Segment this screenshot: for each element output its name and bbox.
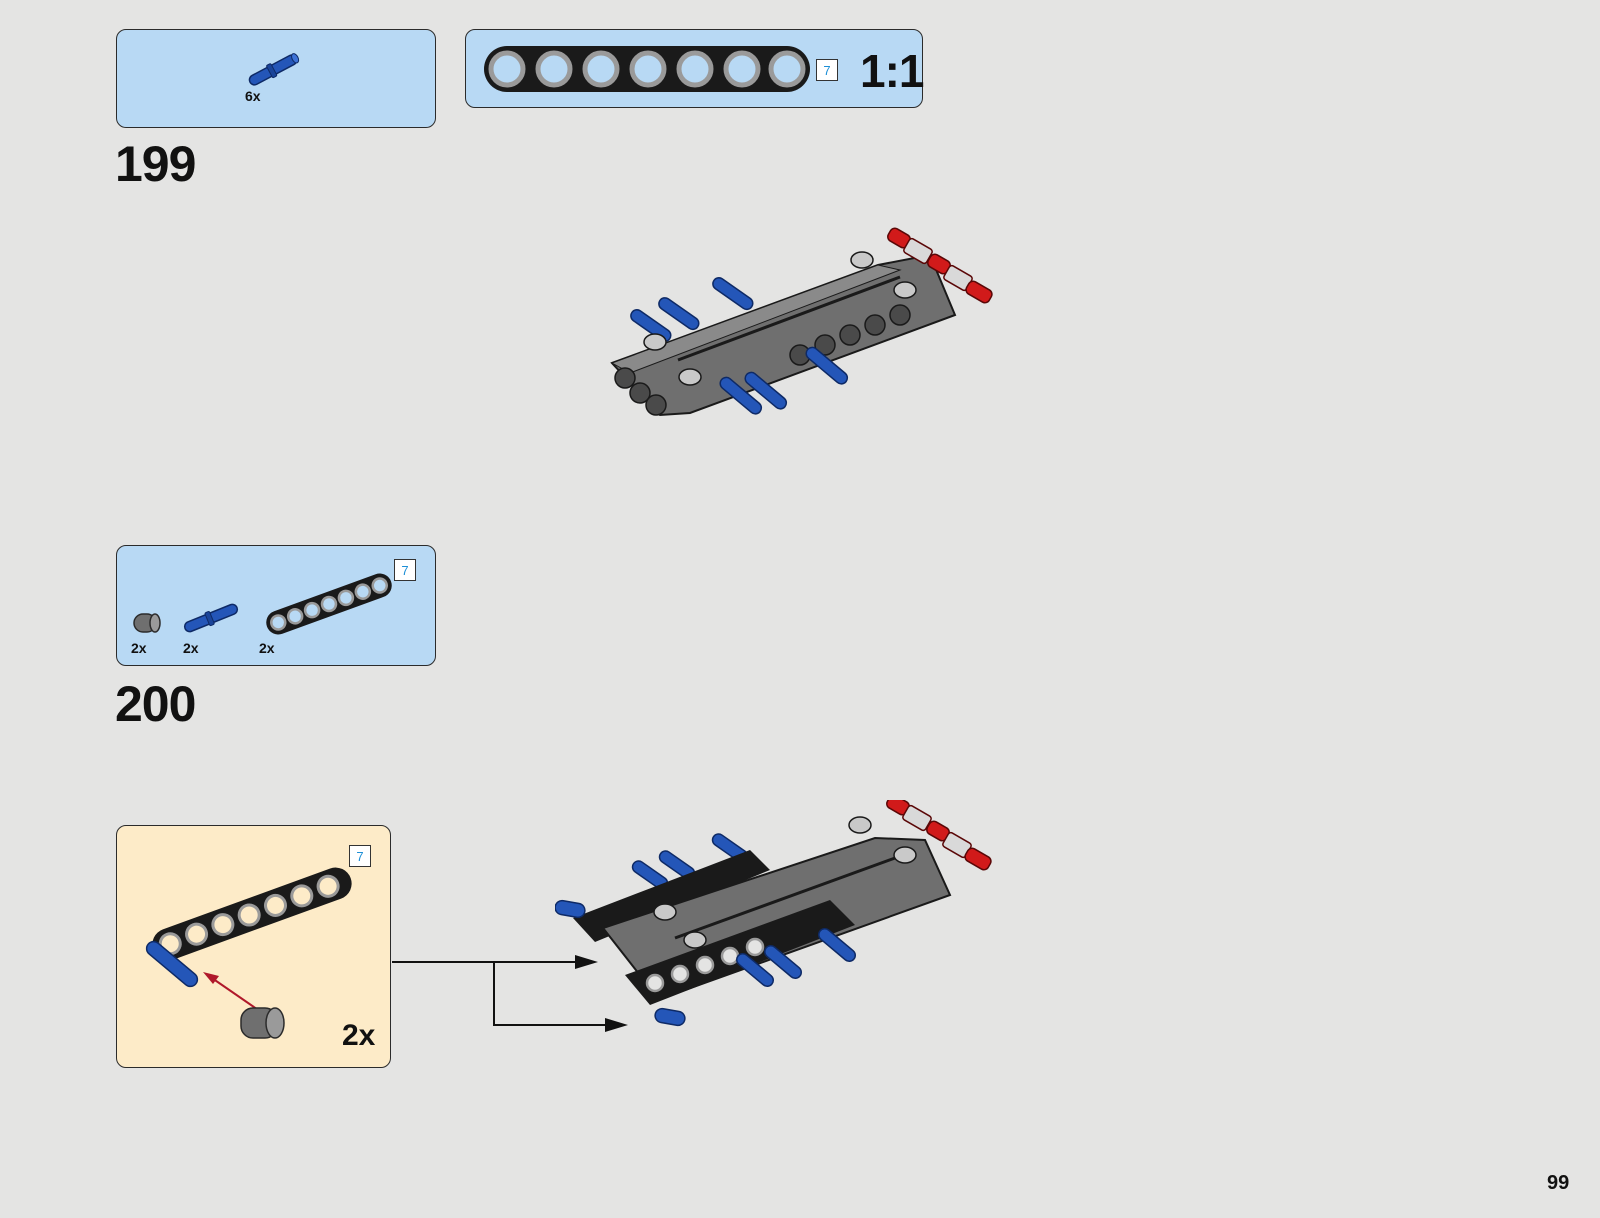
- scale-label: 1:1: [860, 44, 923, 98]
- parts-list-200: 2x 2x 2x 7: [116, 545, 436, 666]
- part-quantity: 2x: [259, 640, 275, 656]
- beam-length-badge: 7: [816, 59, 838, 81]
- scale-reference: 7 1:1: [465, 29, 923, 108]
- part-quantity: 2x: [183, 640, 199, 656]
- subassembly-illustration: [127, 854, 367, 1044]
- part-quantity: 2x: [131, 640, 147, 656]
- blue-pin-icon: [179, 598, 243, 638]
- page-number: 99: [1547, 1172, 1569, 1195]
- model-illustration-199: [600, 215, 1020, 445]
- parts-list-199: 6x: [116, 29, 436, 128]
- subassembly-panel: 7 2x: [116, 825, 391, 1068]
- model-illustration-200: [555, 800, 1020, 1060]
- subassembly-multiplier: 2x: [342, 1019, 375, 1053]
- step-number-199: 199: [115, 139, 195, 189]
- blue-pin-icon: [243, 52, 303, 88]
- step-number-200: 200: [115, 679, 195, 729]
- beam-scale-icon: [482, 42, 812, 96]
- beam-length-badge: 7: [394, 559, 416, 581]
- part-quantity: 6x: [245, 88, 261, 104]
- black-beam-icon: [259, 568, 399, 640]
- gray-bush-icon: [130, 608, 164, 638]
